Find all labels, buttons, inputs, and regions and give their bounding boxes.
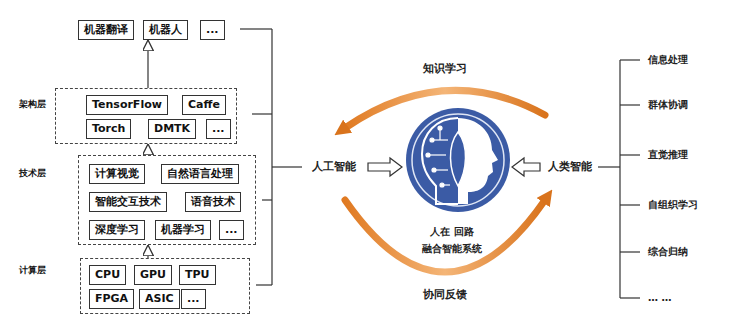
- bracket-tick: [240, 28, 272, 29]
- leaf-symbol: [450, 132, 465, 186]
- emblem-ring: [412, 114, 504, 206]
- component-box: TensorFlow: [86, 95, 168, 115]
- text-label: 人类智能: [548, 160, 592, 173]
- hollow-arrow: [512, 158, 540, 176]
- layer-heading: 架构层: [19, 99, 46, 110]
- box-text: 语音技术: [191, 195, 235, 209]
- component-box: 机器学习: [155, 220, 211, 240]
- bracket-tick: [620, 251, 640, 252]
- component-box: TPU: [179, 265, 216, 285]
- box-text: TensorFlow: [92, 98, 162, 112]
- component-box: Torch: [86, 119, 131, 139]
- box-text: 计算视觉: [95, 167, 139, 181]
- box-text: 智能交互技术: [95, 195, 161, 209]
- layer-heading: 技术层: [19, 168, 46, 179]
- feedback-arc: [345, 200, 545, 272]
- right-bracket: [598, 60, 640, 298]
- text-label: … …: [648, 292, 671, 304]
- box-text: DMTK: [154, 122, 190, 136]
- bracket-tick: [262, 199, 272, 200]
- component-box: 机器人: [143, 20, 188, 40]
- text-label: 信息处理: [648, 54, 688, 66]
- bracket-tick: [620, 154, 640, 155]
- ai-human-emblem: [406, 108, 510, 212]
- text-label: 群体协调: [648, 99, 688, 111]
- layer-arrow: [147, 245, 148, 258]
- component-box: 深度学习: [89, 220, 145, 240]
- component-box: DMTK: [148, 119, 196, 139]
- bracket-tick: [252, 113, 272, 114]
- text-label: 人在 回路: [430, 226, 473, 238]
- text-label: 融合智能系统: [422, 243, 482, 255]
- component-box: 语音技术: [185, 192, 241, 212]
- circuit-lines: [426, 126, 450, 187]
- component-box: CPU: [89, 265, 126, 285]
- box-text: 机器翻译: [84, 23, 128, 37]
- layer-group: 架构层TensorFlowCaffeTorchDMTK...: [55, 88, 237, 144]
- bracket-tick: [620, 59, 640, 60]
- box-text: 深度学习: [95, 223, 139, 237]
- component-box: 计算视觉: [89, 164, 145, 184]
- bracket-link: [598, 166, 620, 167]
- layer-arrow: [147, 144, 148, 155]
- bracket-tick: [620, 104, 640, 105]
- text-label: 综合归纳: [648, 246, 688, 258]
- text-label: 知识学习: [423, 62, 467, 75]
- box-text: ...: [225, 223, 238, 237]
- component-box: GPU: [134, 265, 172, 285]
- text-label: 人工智能: [312, 160, 356, 173]
- bracket-line: [619, 60, 620, 298]
- bracket-tick: [256, 284, 272, 285]
- component-box: 机器翻译: [78, 20, 134, 40]
- box-text: ...: [212, 122, 225, 136]
- box-text: 机器学习: [161, 223, 205, 237]
- component-box: FPGA: [89, 289, 134, 309]
- box-text: TPU: [185, 268, 210, 282]
- box-text: ...: [187, 292, 200, 306]
- box-text: GPU: [140, 268, 166, 282]
- component-box: ...: [219, 220, 244, 240]
- bracket-tick: [620, 204, 640, 205]
- box-text: CPU: [95, 268, 120, 282]
- bracket-line: [271, 29, 272, 285]
- layer-group: 技术层计算视觉自然语言处理智能交互技术语音技术深度学习机器学习...: [78, 155, 256, 245]
- component-box: ...: [200, 20, 225, 40]
- box-text: 机器人: [149, 23, 182, 37]
- component-box: Caffe: [182, 95, 226, 115]
- component-box: ...: [206, 119, 231, 139]
- box-text: FPGA: [95, 292, 128, 306]
- component-box: ASIC: [139, 289, 180, 309]
- box-text: ASIC: [145, 292, 174, 306]
- text-label: 自组织学习: [648, 199, 698, 211]
- bracket-link: [272, 166, 302, 167]
- left-bracket: [240, 29, 302, 285]
- layer-heading: 计算层: [19, 265, 46, 276]
- box-text: 自然语言处理: [167, 167, 233, 181]
- emblem-circle: [406, 108, 510, 212]
- layer-group: 计算层CPUGPUTPUFPGAASIC...: [80, 258, 250, 314]
- layer-arrow: [147, 40, 148, 88]
- component-box: ...: [181, 289, 206, 309]
- component-box: 自然语言处理: [161, 164, 239, 184]
- box-text: Caffe: [188, 98, 220, 112]
- bracket-tick: [620, 297, 640, 298]
- component-box: 智能交互技术: [89, 192, 167, 212]
- text-label: 直觉推理: [648, 149, 688, 161]
- box-text: Torch: [92, 122, 125, 136]
- text-label: 协同反馈: [423, 288, 467, 301]
- hollow-arrow: [368, 158, 402, 176]
- box-text: ...: [206, 23, 219, 37]
